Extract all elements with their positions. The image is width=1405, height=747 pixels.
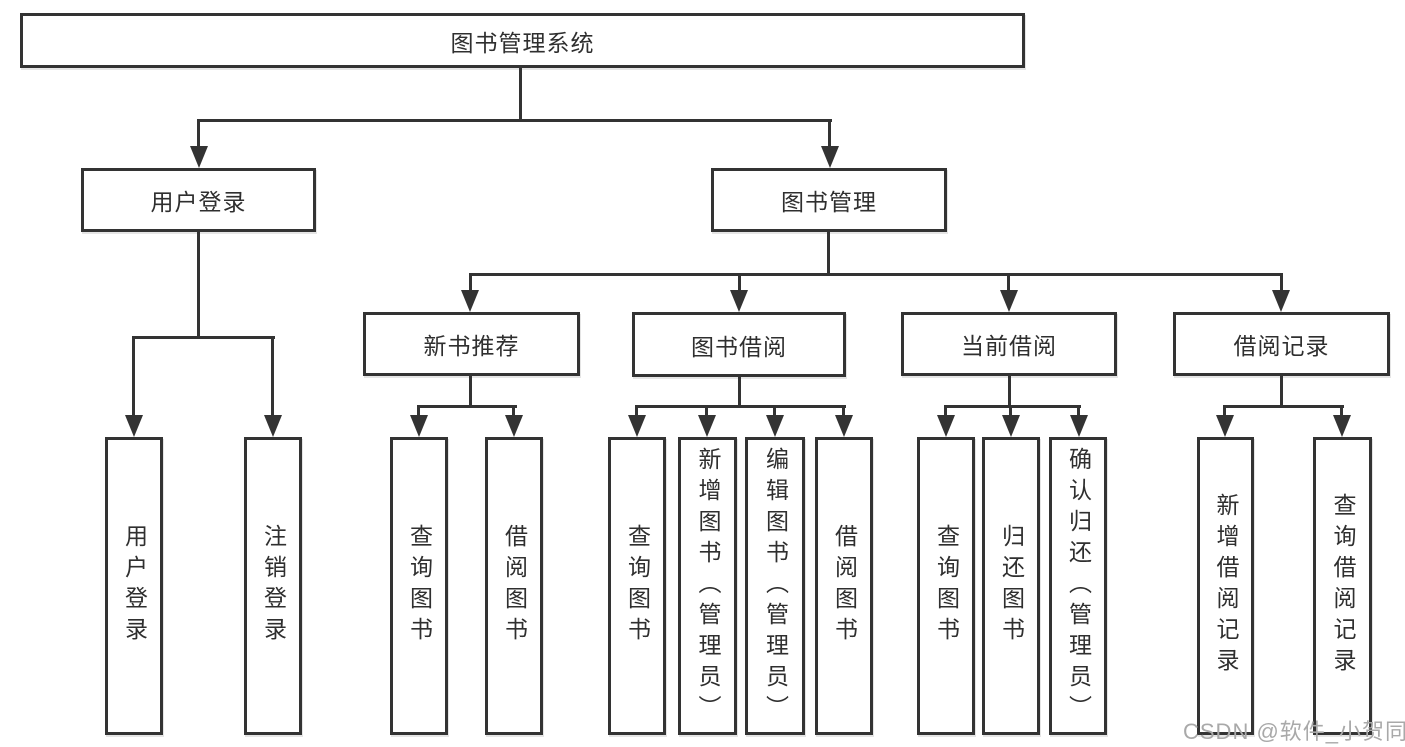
connector-line <box>519 68 522 122</box>
connector-line <box>738 273 741 293</box>
leaf-add-borrow-record: 新增借阅记录 <box>1197 437 1254 735</box>
leaf-borrow-books-recommend-label: 借阅图书 <box>501 524 528 648</box>
leaf-query-books-recommend-label: 查询图书 <box>406 524 433 648</box>
leaf-confirm-return-admin-label: 确认归还（管理员） <box>1065 446 1092 726</box>
connector-line <box>271 336 274 415</box>
connector-line <box>738 377 741 407</box>
arrowhead-down-icon <box>1272 290 1290 312</box>
leaf-query-books-recommend: 查询图书 <box>390 437 448 735</box>
leaf-edit-books-admin: 编辑图书（管理员） <box>745 437 805 735</box>
arrowhead-down-icon <box>730 290 748 312</box>
leaf-logout-label: 注销登录 <box>260 524 287 648</box>
connector-line <box>469 376 472 407</box>
connector-line <box>197 232 200 339</box>
connector-line <box>417 405 517 408</box>
leaf-return-books: 归还图书 <box>982 437 1040 735</box>
arrowhead-down-icon <box>1000 290 1018 312</box>
arrowhead-down-icon <box>835 415 853 437</box>
leaf-query-books-current: 查询图书 <box>917 437 975 735</box>
node-new-book-recommend: 新书推荐 <box>363 312 580 376</box>
arrowhead-down-icon <box>1002 415 1020 437</box>
leaf-confirm-return-admin: 确认归还（管理员） <box>1049 437 1107 735</box>
leaf-query-books-borrowing-label: 查询图书 <box>624 524 651 648</box>
connector-line <box>944 405 1081 408</box>
connector-line <box>132 336 275 339</box>
connector-line <box>1223 405 1344 408</box>
leaf-query-books-current-label: 查询图书 <box>933 524 960 648</box>
arrowhead-down-icon <box>505 415 523 437</box>
node-library-management-system: 图书管理系统 <box>20 13 1025 68</box>
connector-line <box>1077 405 1080 416</box>
arrowhead-down-icon <box>410 415 428 437</box>
leaf-query-borrow-record-label: 查询借阅记录 <box>1330 493 1356 679</box>
node-current-borrowing: 当前借阅 <box>901 312 1117 376</box>
arrowhead-down-icon <box>1216 415 1234 437</box>
connector-line <box>512 405 515 416</box>
arrowhead-down-icon <box>1333 415 1351 437</box>
connector-line <box>1009 405 1012 416</box>
node-borrowing-records: 借阅记录 <box>1173 312 1390 376</box>
connector-line <box>417 405 420 416</box>
leaf-return-books-label: 归还图书 <box>998 524 1025 648</box>
connector-line <box>705 405 708 416</box>
leaf-borrow-books-recommend: 借阅图书 <box>485 437 543 735</box>
connector-line <box>635 405 638 416</box>
csdn-watermark: CSDN @软件_小贺同学 <box>1183 719 1405 744</box>
arrowhead-down-icon <box>190 146 208 168</box>
arrowhead-down-icon <box>698 415 716 437</box>
node-user-login: 用户登录 <box>81 168 316 232</box>
connector-line <box>1223 405 1226 416</box>
connector-line <box>469 273 1283 276</box>
connector-line <box>1340 405 1343 416</box>
leaf-edit-books-admin-label: 编辑图书（管理员） <box>762 446 789 726</box>
connector-line <box>197 119 832 122</box>
leaf-query-books-borrowing: 查询图书 <box>608 437 666 735</box>
leaf-add-borrow-record-label: 新增借阅记录 <box>1213 493 1239 679</box>
connector-line <box>944 405 947 416</box>
node-book-borrowing: 图书借阅 <box>632 312 846 377</box>
leaf-user-login-label: 用户登录 <box>121 524 148 648</box>
leaf-add-books-admin: 新增图书（管理员） <box>678 437 737 735</box>
connector-line <box>635 405 846 408</box>
arrowhead-down-icon <box>264 415 282 437</box>
node-book-management: 图书管理 <box>711 168 947 232</box>
leaf-add-books-admin-label: 新增图书（管理员） <box>695 446 721 726</box>
connector-line <box>842 405 845 416</box>
leaf-user-login: 用户登录 <box>105 437 163 735</box>
arrowhead-down-icon <box>461 290 479 312</box>
arrowhead-down-icon <box>821 146 839 168</box>
arrowhead-down-icon <box>1070 415 1088 437</box>
connector-line <box>197 119 200 149</box>
connector-line <box>1280 376 1283 407</box>
connector-line <box>132 336 135 415</box>
connector-line <box>828 119 831 149</box>
arrowhead-down-icon <box>766 415 784 437</box>
connector-line <box>1007 273 1010 293</box>
connector-line <box>773 405 776 416</box>
connector-line <box>1280 273 1283 293</box>
connector-line <box>469 273 472 293</box>
leaf-borrow-books-borrowing-label: 借阅图书 <box>831 524 858 648</box>
connector-line <box>827 232 830 276</box>
connector-line <box>1008 376 1011 407</box>
leaf-borrow-books-borrowing: 借阅图书 <box>815 437 873 735</box>
leaf-logout: 注销登录 <box>244 437 302 735</box>
arrowhead-down-icon <box>937 415 955 437</box>
leaf-query-borrow-record: 查询借阅记录 <box>1313 437 1372 735</box>
arrowhead-down-icon <box>125 415 143 437</box>
arrowhead-down-icon <box>628 415 646 437</box>
